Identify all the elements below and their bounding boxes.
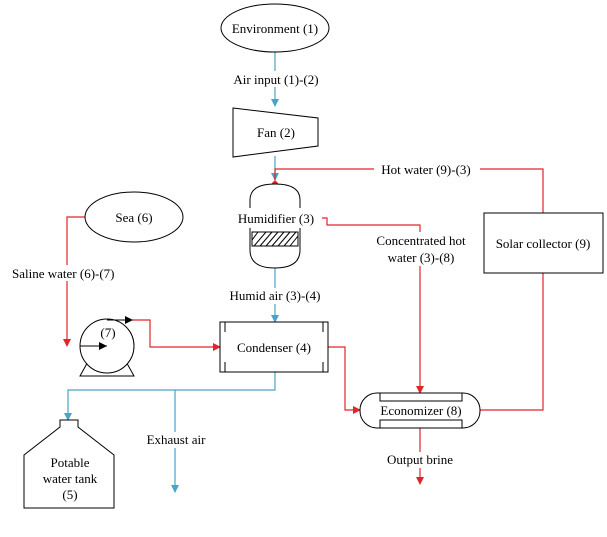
saline-water-line (63, 216, 85, 347)
concentrated-water-line (322, 217, 424, 394)
potable-tank-label-line2: water tank (43, 471, 98, 486)
concentrated-hot-water-label-line2: water (3)-(8) (388, 250, 455, 265)
economizer-to-solar-line (480, 243, 547, 411)
exhaust-air-label: Exhaust air (147, 432, 207, 447)
condenser-to-economizer-line (328, 346, 361, 414)
humidifier-packing-hatch (251, 231, 299, 247)
sea-label: Sea (6) (115, 210, 152, 225)
condenser-node (219, 321, 329, 373)
sea-node (84, 191, 184, 243)
hot-water-label: Hot water (9)-(3) (381, 162, 471, 177)
pump-to-condenser-line (133, 319, 221, 351)
air-input-label: Air input (1)-(2) (233, 72, 318, 87)
solar-collector-label: Solar collector (9) (496, 236, 591, 251)
potable-tank-label-line3: (5) (62, 487, 77, 502)
condensate-line (64, 372, 276, 421)
output-brine-label: Output brine (387, 452, 453, 467)
humidifier-node (249, 183, 301, 269)
economizer-node (359, 392, 481, 429)
pump-node (79, 316, 135, 377)
environment-label: Environment (1) (232, 21, 318, 36)
solar-collector-node (483, 212, 604, 274)
potable-tank-label-line1: Potable (51, 455, 90, 470)
humid-air-label: Humid air (3)-(4) (230, 288, 321, 303)
fan-node (232, 107, 319, 158)
economizer-label: Economizer (8) (380, 403, 461, 418)
saline-water-label: Saline water (6)-(7) (12, 266, 115, 281)
condenser-label: Condenser (4) (237, 340, 311, 355)
concentrated-hot-water-label-line1: Concentrated hot (376, 233, 466, 248)
humidifier-label: Humidifier (3) (238, 211, 314, 226)
fan-label: Fan (2) (257, 125, 295, 140)
environment-node (220, 3, 330, 53)
pump-label: (7) (100, 325, 115, 340)
potable-tank-node (23, 419, 115, 509)
